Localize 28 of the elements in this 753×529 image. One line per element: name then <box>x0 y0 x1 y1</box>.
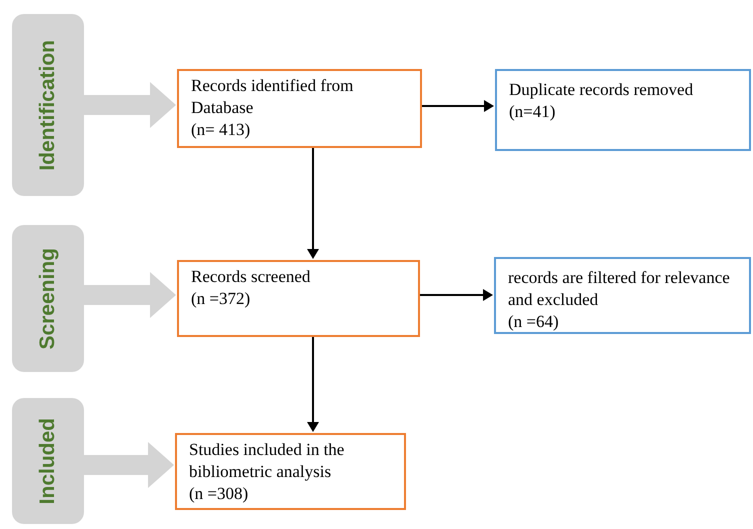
stage-label: Screening <box>35 248 60 350</box>
box-text: Records identified from Database <box>191 75 354 119</box>
stage-band <box>12 398 84 524</box>
count-text: (n=41) <box>509 101 556 123</box>
process-box <box>177 260 420 337</box>
count-text: (n= 413) <box>191 119 252 141</box>
box-text: Duplicate records removed <box>509 79 694 101</box>
arrow <box>420 289 493 301</box>
count-text: (n =64) <box>508 311 560 333</box>
box-text: records are filtered for relevance and excluded <box>508 267 731 311</box>
stage-band <box>12 14 84 196</box>
block-arrow <box>84 442 174 488</box>
process-box <box>495 69 751 151</box>
arrow <box>307 148 319 259</box>
process-box <box>175 433 406 510</box>
block-arrow <box>84 272 176 318</box>
count-text: (n =372) <box>191 288 252 310</box>
box-text: Records screened <box>191 266 312 288</box>
stage-label: Identification <box>35 40 60 170</box>
count-text: (n =308) <box>189 483 250 505</box>
process-box <box>177 69 422 148</box>
box-text: Studies included in the bibliometric analysis <box>189 439 346 483</box>
block-arrow <box>84 82 176 128</box>
stage-band <box>12 225 84 372</box>
process-box <box>494 257 751 334</box>
stage-label: Included <box>35 418 60 504</box>
arrow <box>307 337 319 432</box>
arrow <box>422 100 494 112</box>
